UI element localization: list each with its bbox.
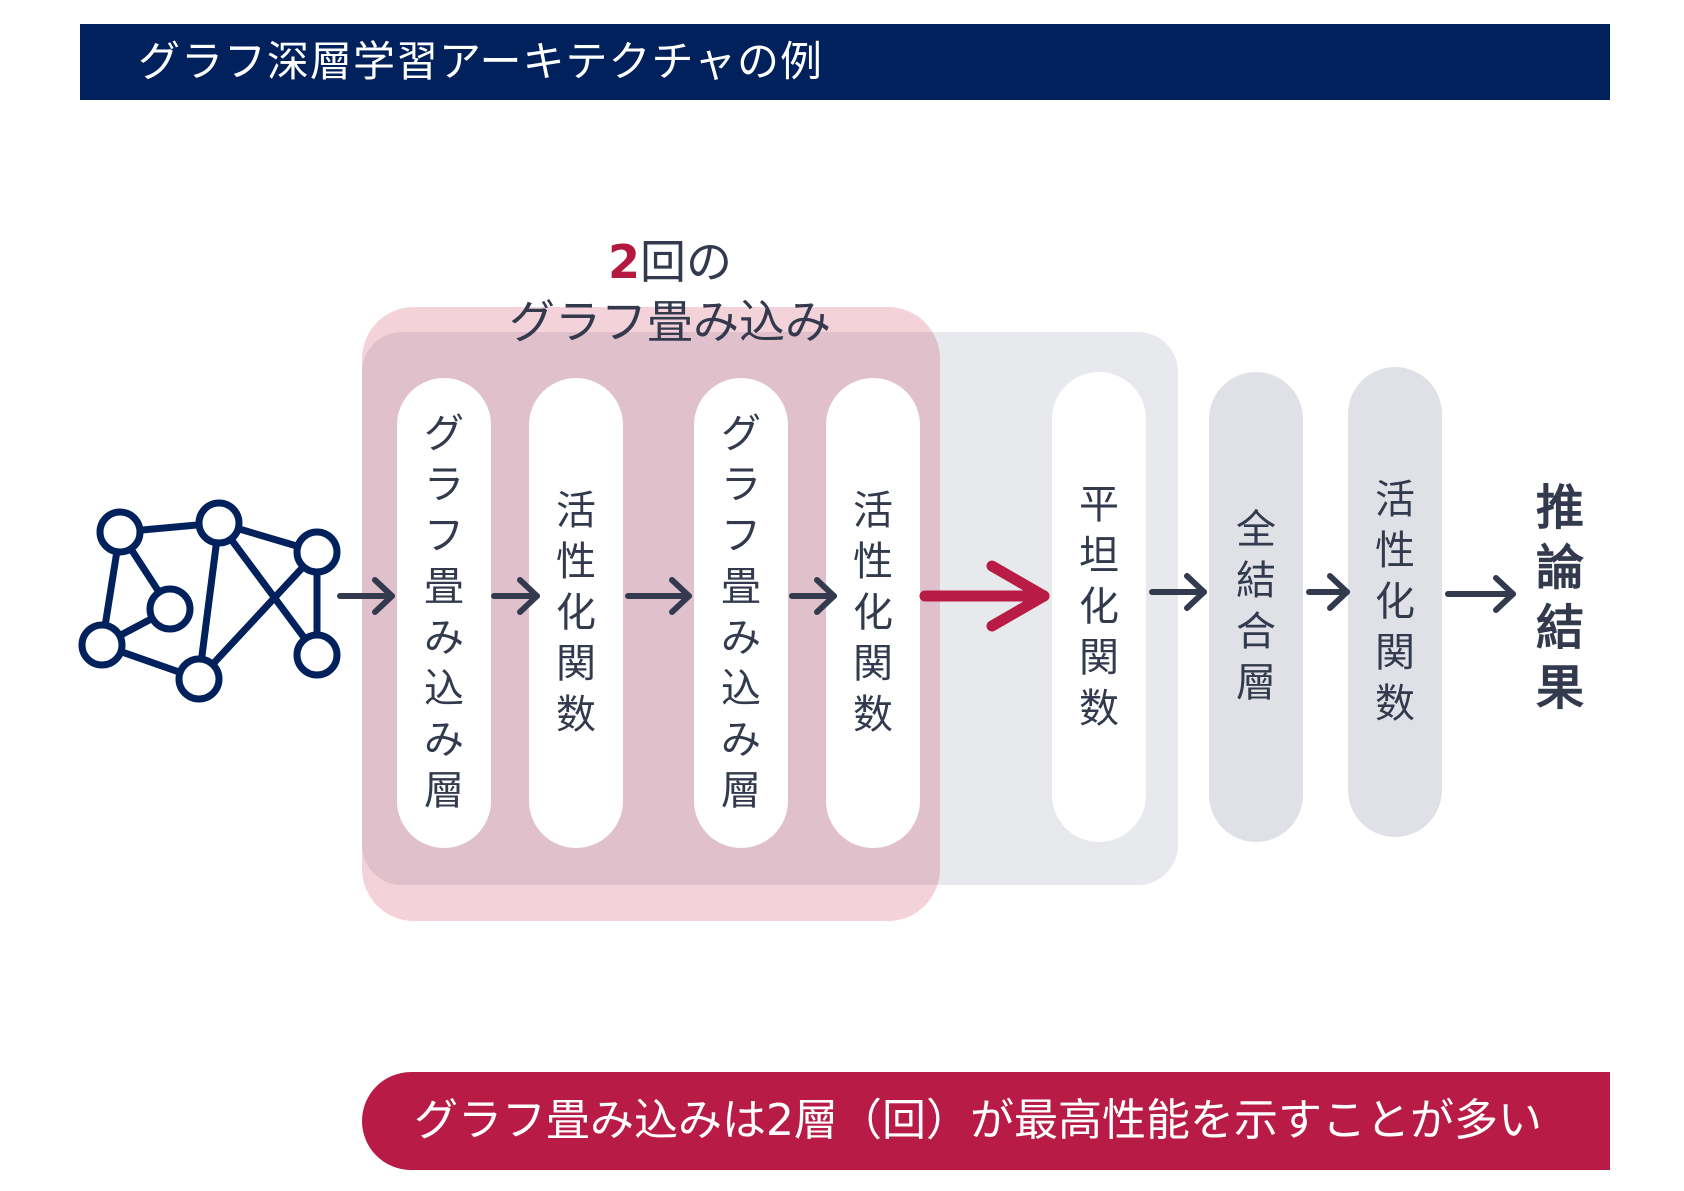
layer-char: 合 — [1236, 609, 1276, 655]
layer-char: 数 — [1375, 680, 1415, 727]
layer-graph-conv-1: グ ラ フ 畳 み 込 み 層 — [397, 378, 491, 848]
layer-char: フ — [721, 513, 761, 559]
layer-char: 関 — [853, 640, 893, 687]
layer-activation-1: 活 性 化 関 数 — [529, 378, 623, 848]
result-char: 果 — [1535, 660, 1584, 716]
result-char: 結 — [1535, 600, 1584, 656]
layer-char: 全 — [1236, 507, 1276, 553]
layer-char: ラ — [721, 462, 761, 508]
header-bar: グラフ深層学習アーキテクチャの例 — [80, 24, 1610, 100]
layer-char: 畳 — [424, 564, 464, 610]
arrow-icon — [337, 577, 395, 615]
layer-flatten: 平 坦 化 関 数 — [1052, 372, 1146, 842]
highlight-arrow-icon — [919, 560, 1050, 632]
layer-char: 平 — [1079, 481, 1119, 528]
layer-char: み — [424, 717, 464, 763]
conclusion-banner: グラフ畳み込みは2層（回）が最高性能を示すことが多い — [362, 1072, 1610, 1170]
layer-char: 数 — [556, 691, 596, 738]
layer-char: グ — [721, 411, 761, 457]
arrow-icon — [1149, 573, 1207, 611]
layer-char: 結 — [1236, 558, 1276, 604]
group-label-number: 2 — [607, 235, 640, 289]
page-title: グラフ深層学習アーキテクチャの例 — [138, 37, 824, 86]
layer-char: 化 — [1079, 583, 1119, 630]
layer-char: 込 — [721, 666, 761, 712]
layer-activation-3: 活 性 化 関 数 — [1348, 367, 1442, 837]
conclusion-text: グラフ畳み込みは2層（回）が最高性能を示すことが多い — [414, 1095, 1542, 1146]
layer-char: 関 — [556, 640, 596, 687]
layer-char: 活 — [556, 487, 596, 534]
layer-char: 性 — [1375, 527, 1415, 574]
layer-char: グ — [424, 411, 464, 457]
layer-char: み — [721, 717, 761, 763]
inference-result: 推 論 結 果 — [1534, 478, 1586, 718]
layer-char: 関 — [1375, 629, 1415, 676]
layer-char: 性 — [853, 538, 893, 585]
layer-char: フ — [424, 513, 464, 559]
layer-graph-conv-2: グ ラ フ 畳 み 込 み 層 — [694, 378, 788, 848]
group-label-line2: グラフ畳み込み — [509, 295, 831, 349]
layer-char: 坦 — [1079, 532, 1119, 579]
layer-char: 関 — [1079, 634, 1119, 681]
layer-char: み — [721, 615, 761, 661]
layer-char: 数 — [1079, 685, 1119, 732]
layer-char: 性 — [556, 538, 596, 585]
layer-char: み — [424, 615, 464, 661]
graph-network-icon — [78, 499, 341, 703]
layer-char: 活 — [853, 487, 893, 534]
arrow-icon — [1445, 575, 1516, 613]
layer-char: ラ — [424, 462, 464, 508]
result-char: 推 — [1535, 480, 1584, 536]
layer-char: 化 — [853, 589, 893, 636]
layer-char: 畳 — [721, 564, 761, 610]
arrow-icon — [491, 577, 540, 615]
layer-char: 層 — [1236, 660, 1276, 706]
result-char: 論 — [1535, 540, 1584, 596]
group-label-line1: 2回の — [480, 232, 860, 292]
arrow-icon — [1306, 573, 1350, 611]
layer-activation-2: 活 性 化 関 数 — [826, 378, 920, 848]
layer-char: 層 — [424, 768, 464, 814]
group-label: 2回の グラフ畳み込み — [480, 232, 860, 352]
layer-char: 化 — [556, 589, 596, 636]
layer-fully-connected: 全 結 合 層 — [1209, 372, 1303, 842]
arrow-icon — [789, 577, 837, 615]
layer-char: 数 — [853, 691, 893, 738]
layer-char: 活 — [1375, 476, 1415, 523]
layer-char: 込 — [424, 666, 464, 712]
layer-char: 層 — [721, 768, 761, 814]
layer-char: 化 — [1375, 578, 1415, 625]
arrow-icon — [625, 577, 692, 615]
group-label-rest: 回の — [640, 235, 732, 289]
